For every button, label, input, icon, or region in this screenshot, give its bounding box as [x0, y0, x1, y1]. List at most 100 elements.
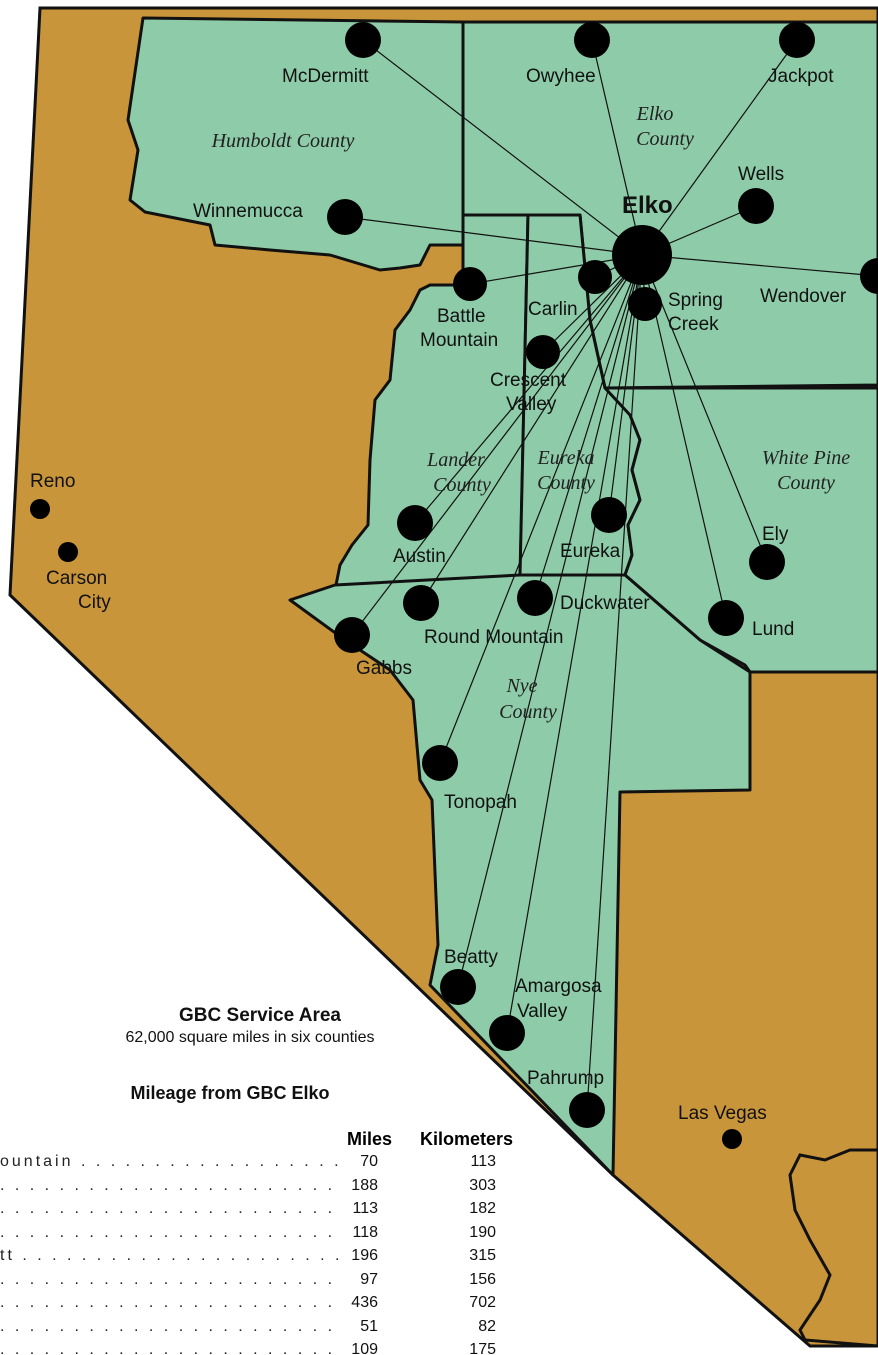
dot-lund [708, 600, 744, 636]
km-value: 303 [469, 1176, 496, 1194]
mileage-row: . . . . . . . . . . . . . . . . . . . . … [0, 1177, 560, 1199]
dot-eureka [591, 497, 627, 533]
mileage-row: . . . . . . . . . . . . . . . . . . . . … [0, 1200, 560, 1222]
link-ely [641, 254, 768, 563]
label-lund: Lund [752, 619, 794, 640]
dot-reno [30, 499, 50, 519]
white-pine-county [603, 386, 878, 674]
label-austin: Austin [393, 546, 446, 567]
dot-wendover [860, 258, 878, 294]
dot-wells [738, 188, 774, 224]
label-owyhee: Owyhee [526, 66, 596, 87]
label-amargosa-valley-2: Valley [517, 1001, 568, 1022]
label-carlin: Carlin [528, 299, 578, 320]
label-jackpot: Jackpot [768, 66, 834, 87]
mileage-row: . . . . . . . . . . . . . . . . . . . . … [0, 1271, 560, 1293]
miles-value: 436 [351, 1294, 378, 1311]
dot-elko-hub [612, 225, 672, 285]
dot-gabbs [334, 617, 370, 653]
label-battle-mountain-1: Battle [437, 306, 486, 327]
dot-spring-creek [628, 287, 662, 321]
km-column-header: Kilometers [420, 1129, 514, 1149]
label-elko-county-1: Elko [636, 103, 674, 125]
label-nye-county-2: County [499, 701, 557, 723]
label-amargosa-valley-1: Amargosa [515, 976, 602, 997]
dot-tonopah [422, 745, 458, 781]
service-area-title: GBC Service Area [179, 1005, 341, 1026]
mileage-row: . . . . . . . . . . . . . . . . . . . . … [0, 1294, 560, 1316]
dot-austin [397, 505, 433, 541]
label-spring-creek-2: Creek [668, 314, 719, 335]
dot-pahrump [569, 1092, 605, 1128]
dot-ely [749, 544, 785, 580]
miles-value: 118 [352, 1223, 378, 1241]
label-carson-city-2: City [78, 592, 111, 613]
km-value: 82 [478, 1317, 496, 1335]
link-owyhee [591, 39, 643, 256]
dot-battle-mountain [453, 267, 487, 301]
label-spring-creek-1: Spring [668, 290, 723, 311]
label-mcdermitt: McDermitt [282, 66, 369, 87]
mileage-row: . . . . . . . . . . . . . . . . . . . . … [0, 1341, 560, 1355]
dot-crescent-valley [526, 335, 560, 369]
link-pahrump [586, 254, 643, 1111]
miles-value: 188 [351, 1176, 378, 1194]
label-duckwater: Duckwater [560, 593, 650, 614]
label-winnemucca: Winnemucca [193, 201, 303, 222]
label-white-pine-county-1: White Pine [762, 447, 850, 469]
link-duckwater [534, 254, 643, 599]
link-beatty [457, 254, 643, 988]
dot-amargosa-valley [489, 1015, 525, 1051]
label-eureka-county-1: Eureka [536, 447, 594, 469]
label-las-vegas: Las Vegas [678, 1103, 767, 1124]
miles-value: 70 [360, 1153, 378, 1170]
nye-county [288, 573, 752, 1177]
label-gabbs: Gabbs [356, 658, 412, 679]
label-elko: Elko [622, 192, 673, 219]
destination-leader: . . . . . . . . . . . . . . . . . . . . … [0, 1341, 340, 1355]
link-round-mountain [420, 254, 643, 604]
km-value: 182 [469, 1200, 496, 1217]
dot-jackpot [779, 22, 815, 58]
link-winnemucca [344, 216, 643, 256]
link-gabbs [351, 254, 643, 636]
dot-duckwater [517, 580, 553, 616]
miles-value: 196 [351, 1247, 378, 1264]
service-area-subtitle: 62,000 square miles in six counties [125, 1029, 375, 1046]
dot-winnemucca [327, 199, 363, 235]
link-tonopah [439, 254, 643, 764]
dot-las-vegas [722, 1129, 742, 1149]
km-value: 702 [469, 1294, 496, 1311]
label-ely: Ely [762, 524, 789, 545]
miles-value: 109 [351, 1341, 378, 1355]
destination-leader: . . . . . . . . . . . . . . . . . . . . … [0, 1317, 340, 1335]
label-crescent-valley-2: Valley [506, 394, 557, 415]
link-wendover [641, 254, 878, 277]
city-dots [30, 22, 878, 1149]
mileage-row: . . . . . . . . . . . . . . . . . . . . … [0, 1224, 560, 1246]
label-eureka: Eureka [560, 541, 621, 562]
label-elko-county-2: County [636, 128, 694, 150]
dot-mcdermitt [345, 22, 381, 58]
label-wells: Wells [738, 164, 784, 185]
label-pahrump: Pahrump [527, 1068, 604, 1089]
destination-leader: . . . . . . . . . . . . . . . . . . . . … [0, 1270, 340, 1288]
destination-leader: . . . . . . . . . . . . . . . . . . . . … [0, 1223, 340, 1241]
label-carson-city-1: Carson [46, 568, 107, 589]
label-lander-county-1: Lander [426, 449, 485, 471]
mileage-row: ountain . . . . . . . . . . . . . . . . … [0, 1153, 560, 1175]
dot-beatty [440, 969, 476, 1005]
mileage-row: tt . . . . . . . . . . . . . . . . . . .… [0, 1247, 560, 1269]
miles-value: 97 [360, 1270, 378, 1288]
destination-leader: . . . . . . . . . . . . . . . . . . . . … [0, 1176, 340, 1194]
km-value: 175 [469, 1341, 496, 1355]
miles-value: 51 [360, 1317, 378, 1335]
miles-column-header: Miles [346, 1129, 392, 1149]
link-jackpot [641, 39, 798, 256]
label-nye-county-1: Nye [505, 675, 537, 697]
label-battle-mountain-2: Mountain [420, 330, 498, 351]
km-value: 315 [469, 1247, 496, 1264]
destination-leader: ountain . . . . . . . . . . . . . . . . … [0, 1153, 340, 1170]
